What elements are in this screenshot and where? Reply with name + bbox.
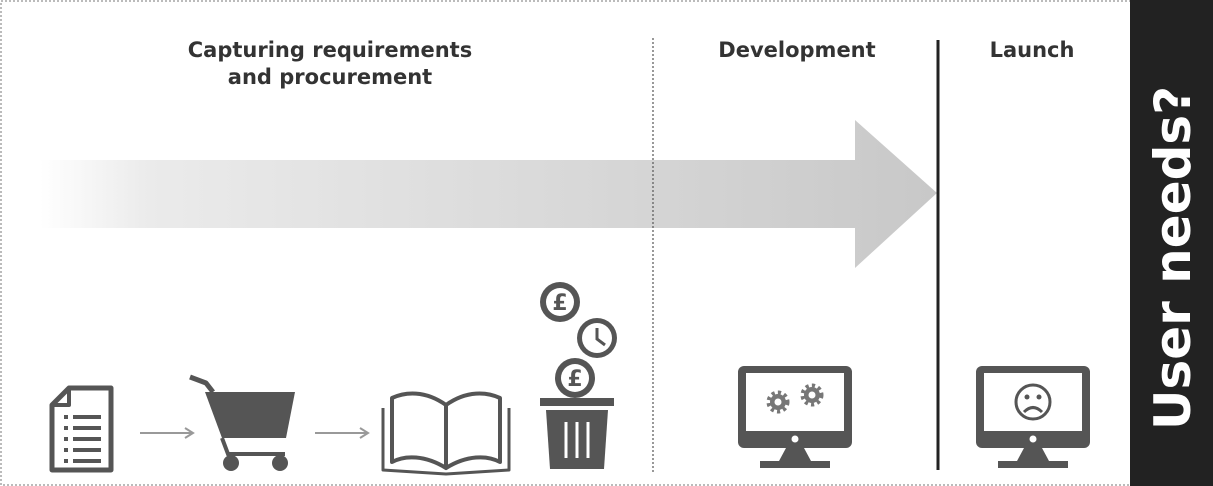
shopping-cart-icon [189, 374, 295, 471]
sidebar-panel [1130, 0, 1213, 486]
stage-heading-development: Development [718, 38, 875, 62]
monitor-gears-icon [738, 366, 852, 468]
process-arrow [40, 120, 937, 268]
svg-text:£: £ [552, 291, 567, 316]
document-list-icon [49, 385, 114, 473]
monitor-sad-face-icon [976, 366, 1090, 468]
stage-heading-launch: Launch [990, 38, 1075, 62]
flow-arrow-1 [140, 427, 195, 439]
sidebar-question: User needs? [1144, 86, 1202, 430]
open-book-icon [381, 391, 511, 476]
pound-coin-icon: £ [540, 282, 580, 322]
clock-icon [577, 318, 617, 358]
svg-text:£: £ [567, 367, 582, 392]
flow-arrow-2 [315, 427, 370, 439]
stage-heading-capturing-line2: and procurement [228, 65, 432, 89]
stage-heading-capturing: Capturing requirements [188, 38, 472, 62]
pound-coin-icon-lower: £ [555, 358, 595, 398]
trash-bin-icon [540, 398, 614, 469]
